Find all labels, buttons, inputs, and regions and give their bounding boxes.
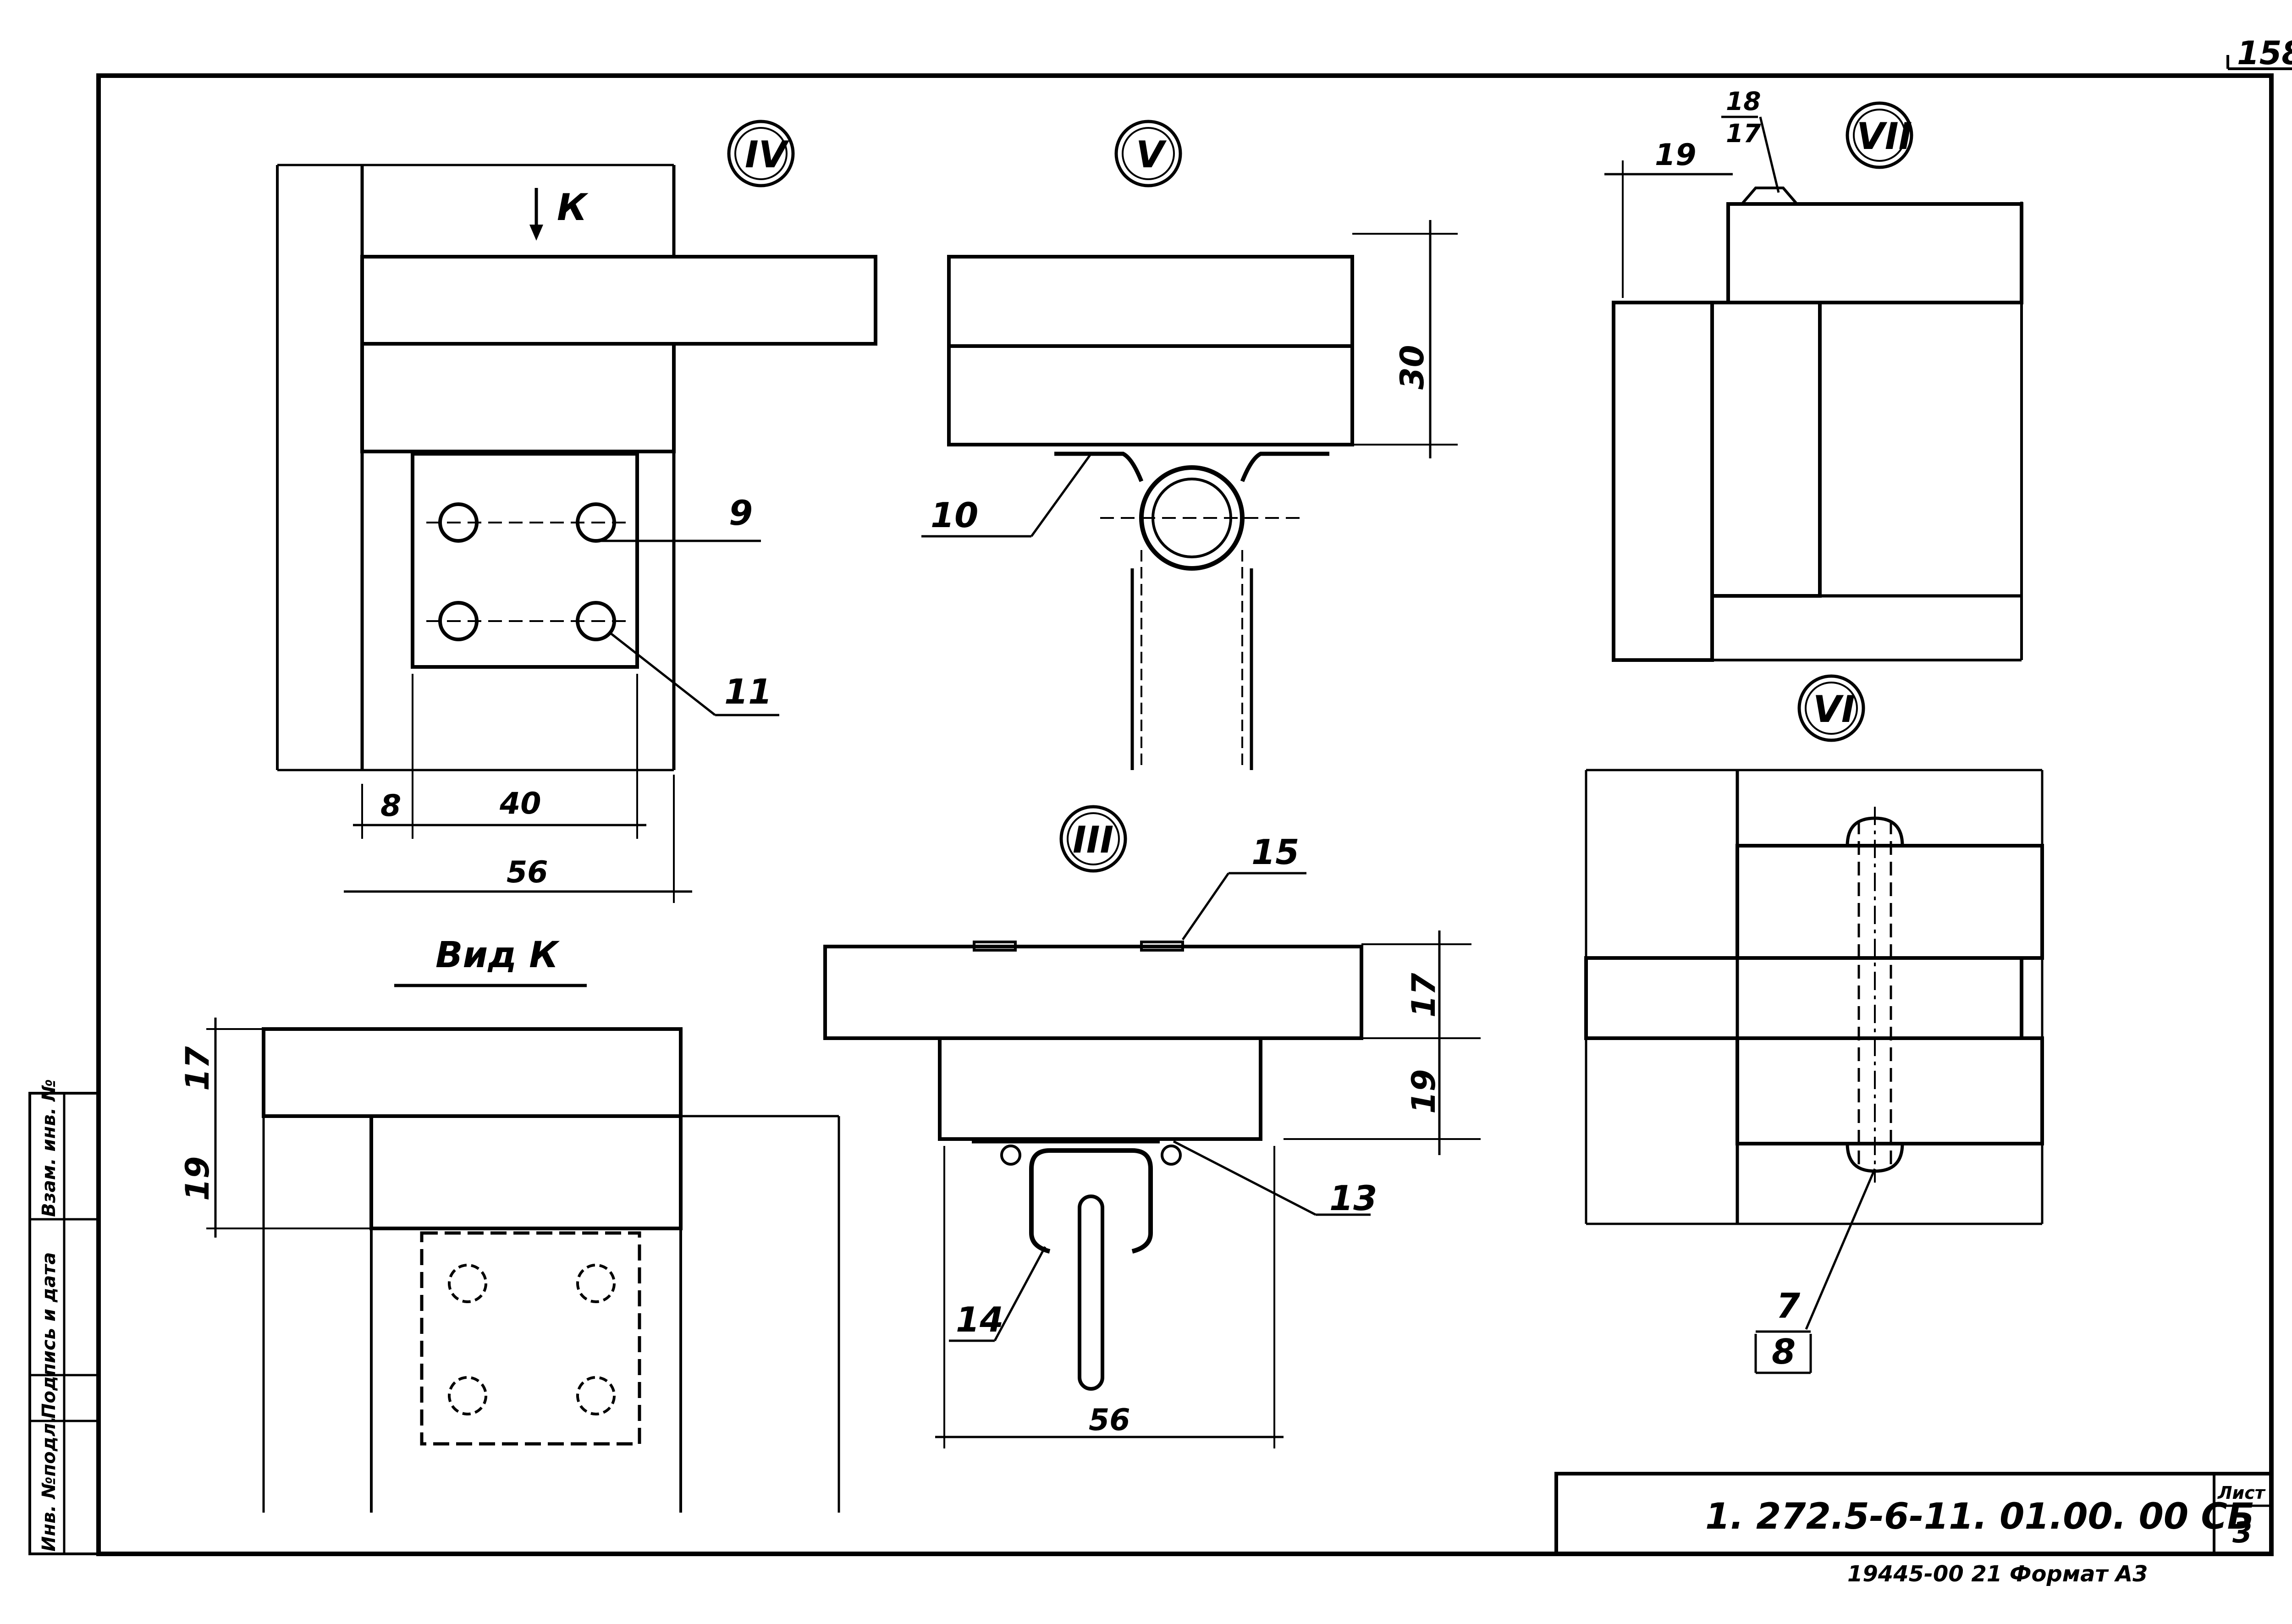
page-number: 158: [2237, 34, 2292, 72]
dim-17-iii: 17: [1405, 973, 1443, 1018]
view-k: Вид К 17 19: [179, 935, 840, 1513]
callout-13: 13: [1329, 1178, 1377, 1218]
document-code: 1. 272.5-6-11. 01.00. 00 СБ: [1705, 1496, 2254, 1537]
view-vii: VII 19 18 17: [1604, 87, 2023, 662]
view-k-plate: [420, 1231, 641, 1446]
dim-19-iii: 19: [1405, 1069, 1443, 1114]
side-stamp: Инв. №подл. Подпись и дата Взам. инв. №: [28, 1079, 100, 1555]
callout-14: 14: [956, 1299, 1003, 1340]
view-vi-label: VI: [1813, 688, 1855, 731]
view-vi: VI 7 8: [1584, 674, 2044, 1374]
view-iii: III 17 19 15 13 14 56: [823, 805, 1481, 1448]
view-iii-label: III: [1073, 819, 1113, 861]
callout-17: 17: [1726, 119, 1761, 148]
dim-30: 30: [1394, 345, 1431, 390]
dim-56-iv: 56: [507, 855, 548, 890]
callout-15: 15: [1251, 832, 1299, 872]
dim-19-vii: 19: [1655, 138, 1696, 172]
stamp-signature-date: Подпись и дата: [39, 1252, 60, 1419]
callout-7: 7: [1776, 1286, 1801, 1326]
view-k-title: Вид К: [435, 935, 560, 976]
dim-56-iii: 56: [1089, 1403, 1130, 1437]
callout-11: 11: [724, 672, 772, 712]
stamp-replace-inv: Взам. инв. №: [39, 1079, 60, 1217]
dim-40: 40: [499, 787, 541, 821]
callout-18: 18: [1726, 87, 1761, 116]
callout-10: 10: [931, 495, 978, 535]
format-note: 19445-00 21 Формат А3: [1847, 1561, 2148, 1587]
dim-19-k: 19: [179, 1156, 216, 1201]
view-v: V 30 10: [921, 120, 1458, 770]
sheet-frame: [96, 55, 2292, 1556]
callout-9: 9: [729, 493, 753, 533]
view-iv-arrow-label: К: [557, 186, 589, 229]
dim-17-k: 17: [179, 1046, 216, 1091]
sheet-label: Лист: [2217, 1483, 2266, 1503]
title-block: [1554, 1472, 2273, 1556]
callout-8: 8: [1772, 1332, 1796, 1372]
view-iv-plate: [411, 452, 639, 669]
view-iv-label: IV: [745, 133, 790, 176]
view-vii-label: VII: [1857, 115, 1912, 158]
dim-8: 8: [380, 789, 401, 823]
stamp-inv-podl: Инв. №подл.: [39, 1416, 60, 1552]
sheet-number: 3: [2232, 1516, 2252, 1549]
view-iv: IV К 9 11 8 40 56: [276, 120, 877, 903]
view-v-label: V: [1136, 133, 1167, 176]
